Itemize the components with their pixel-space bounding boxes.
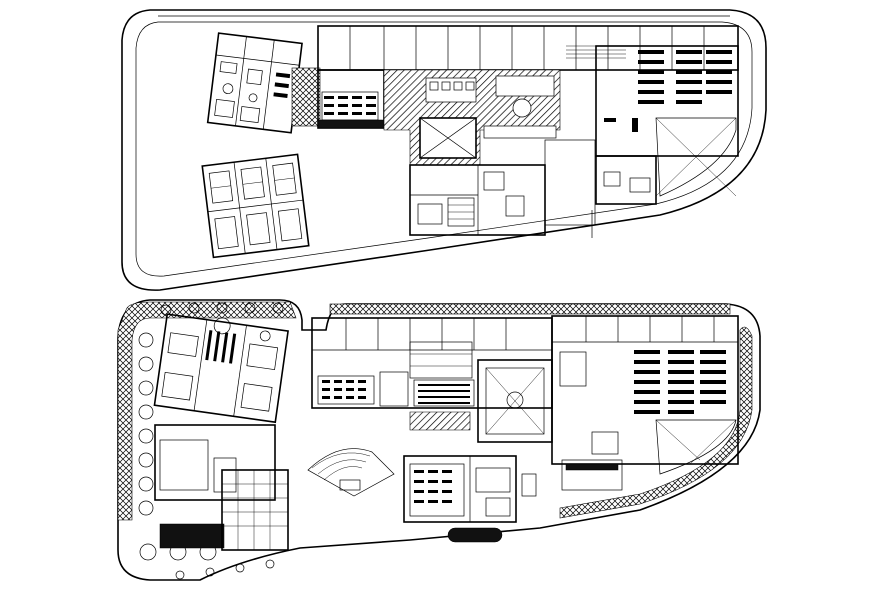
ground-left-hall — [154, 424, 276, 501]
ground-floor-plan — [117, 299, 761, 581]
ground-dark-block — [159, 523, 225, 549]
upper-left-wing-top — [206, 32, 303, 134]
upper-right-block — [595, 45, 739, 157]
upper-floor-plan — [121, 9, 767, 291]
ground-amphitheater — [307, 448, 395, 497]
upper-left-wing-bottom — [201, 153, 310, 259]
ground-tree-row — [138, 302, 284, 580]
upper-site-boundary — [121, 9, 767, 291]
ground-site-boundary — [117, 299, 761, 581]
ground-left-wing-top — [153, 313, 289, 424]
ground-shops — [311, 317, 553, 409]
upper-shop-strip — [317, 25, 739, 71]
ground-right-block — [551, 315, 739, 465]
ground-tree-belt — [117, 301, 297, 521]
upper-stair-hatch — [291, 67, 321, 127]
upper-site-boundary-inner — [135, 21, 753, 277]
upper-lower-block — [409, 164, 546, 236]
ground-lower-block — [403, 455, 517, 523]
